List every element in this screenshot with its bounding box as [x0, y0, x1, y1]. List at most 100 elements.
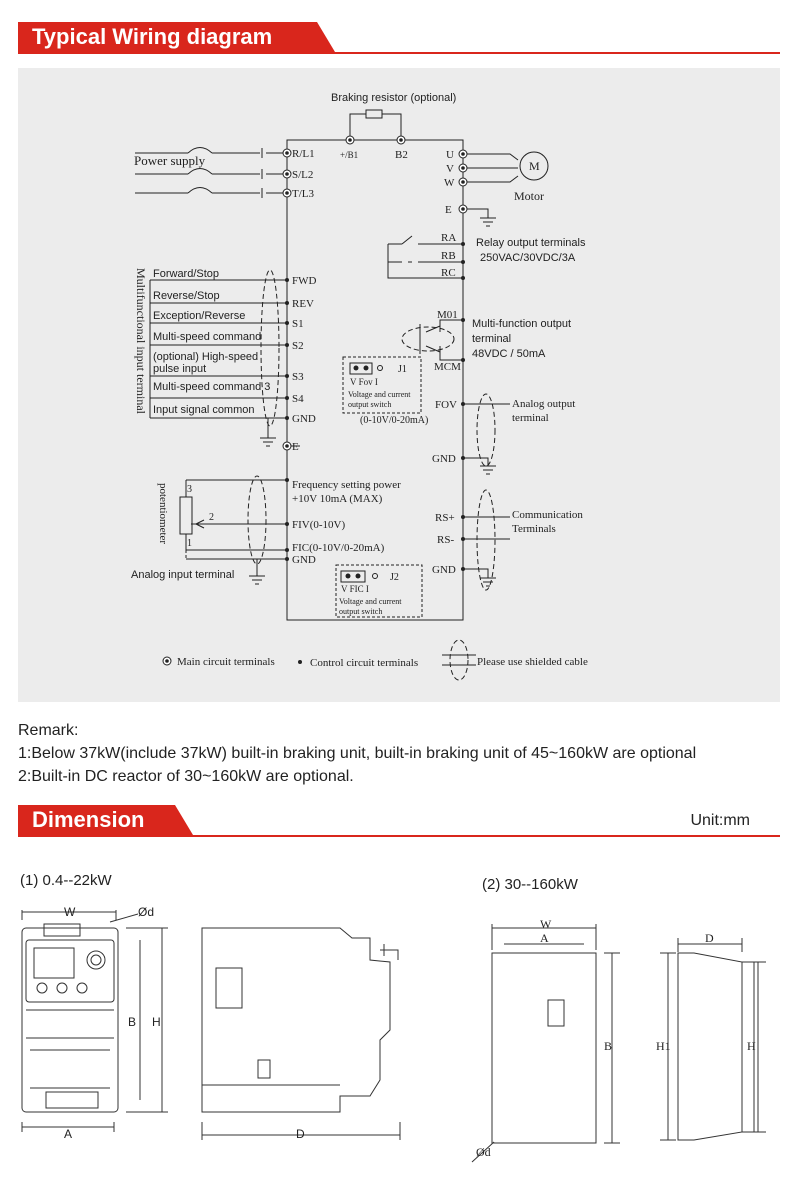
svg-text:Analog output: Analog output [512, 398, 575, 410]
svg-text:GND: GND [432, 453, 456, 465]
svg-text:S4: S4 [292, 393, 304, 405]
svg-text:J1: J1 [398, 364, 407, 375]
dimension-section-banner: Dimension [18, 805, 780, 837]
svg-text:V Fov I: V Fov I [350, 377, 378, 387]
svg-text:RB: RB [441, 250, 456, 262]
svg-text:Multi-function output: Multi-function output [472, 318, 571, 330]
svg-text:RS-: RS- [437, 534, 454, 546]
wiring-section-title: Typical Wiring diagram [18, 22, 306, 52]
large-model-title: (2) 30--160kW [482, 876, 578, 893]
svg-text:W: W [540, 917, 552, 931]
svg-text:J2: J2 [390, 572, 399, 583]
large-side-view [677, 952, 743, 1141]
svg-text:RA: RA [441, 232, 456, 244]
svg-text:3: 3 [187, 484, 192, 495]
analog-input-label: Analog input terminal [131, 569, 234, 581]
svg-text:pulse input: pulse input [153, 363, 206, 375]
svg-text:D: D [705, 931, 714, 945]
svg-text:48VDC / 50mA: 48VDC / 50mA [472, 348, 546, 360]
svg-text:V FIC I: V FIC I [341, 584, 369, 594]
svg-text:S3: S3 [292, 371, 304, 383]
svg-text:FIV(0-10V): FIV(0-10V) [292, 519, 345, 531]
svg-text:250VAC/30VDC/3A: 250VAC/30VDC/3A [480, 252, 576, 264]
legend-control-terminals: Control circuit terminals [310, 657, 418, 669]
power-supply-label: Power supply [134, 153, 206, 168]
svg-text:Voltage and current: Voltage and current [339, 597, 402, 606]
large-front-view [491, 952, 597, 1144]
svg-text:RC: RC [441, 267, 456, 279]
svg-text:Multifunctional input terminal: Multifunctional input terminal [134, 268, 148, 415]
dimension-drawings: W Ød B H A D W A B H1 H D Ød [21, 905, 766, 1163]
svg-text:(0-10V/0-20mA): (0-10V/0-20mA) [360, 415, 428, 426]
wiring-section-banner: Typical Wiring diagram [18, 22, 780, 54]
svg-text:Reverse/Stop: Reverse/Stop [153, 290, 220, 302]
svg-text:E: E [445, 204, 452, 216]
svg-text:Frequency setting power: Frequency setting power [292, 479, 401, 491]
svg-text:GND: GND [432, 564, 456, 576]
svg-text:+/B1: +/B1 [340, 150, 358, 160]
svg-text:2: 2 [209, 512, 214, 523]
svg-text:M01: M01 [437, 309, 458, 321]
svg-text:terminal: terminal [472, 333, 511, 345]
svg-text:terminal: terminal [512, 412, 549, 424]
motor-icon [519, 151, 549, 181]
svg-text:GND: GND [292, 413, 316, 425]
svg-text:Relay output terminals: Relay output terminals [476, 237, 586, 249]
svg-text:output switch: output switch [339, 607, 382, 616]
svg-text:S1: S1 [292, 318, 304, 330]
svg-text:U: U [446, 149, 454, 161]
svg-text:Voltage and current: Voltage and current [348, 390, 411, 399]
svg-text:Terminals: Terminals [512, 523, 556, 535]
svg-text:H: H [152, 1015, 161, 1029]
svg-text:A: A [540, 931, 549, 945]
svg-text:S/L2: S/L2 [292, 169, 313, 181]
svg-text:FOV: FOV [435, 399, 457, 411]
svg-text:REV: REV [292, 298, 314, 310]
svg-text:Ød: Ød [476, 1145, 491, 1159]
svg-text:B: B [128, 1015, 136, 1029]
potentiometer-label: potentiometer [157, 483, 169, 544]
small-side-view [201, 927, 391, 1113]
inverter-box [286, 139, 464, 621]
svg-text:output switch: output switch [348, 400, 391, 409]
svg-text:Input signal common: Input signal common [153, 404, 255, 416]
svg-text:FWD: FWD [292, 275, 317, 287]
svg-text:1: 1 [187, 538, 192, 549]
dimension-section-title: Dimension [18, 805, 164, 835]
svg-text:(optional) High-speed: (optional) High-speed [153, 351, 258, 363]
wiring-diagram: Braking resistor (optional) Power supply… [131, 92, 588, 681]
banner-slant [305, 22, 335, 52]
svg-text:MCM: MCM [434, 361, 461, 373]
svg-text:D: D [296, 1127, 305, 1141]
svg-text:H1: H1 [656, 1039, 671, 1053]
legend-shielded-cable: Please use shielded cable [477, 656, 588, 668]
svg-text:W: W [64, 905, 76, 919]
legend-main-terminals: Main circuit terminals [177, 656, 275, 668]
svg-text:Ød: Ød [138, 905, 154, 919]
svg-text:H: H [747, 1039, 756, 1053]
svg-text:B: B [604, 1039, 612, 1053]
svg-text:W: W [444, 177, 455, 189]
svg-text:A: A [64, 1127, 72, 1141]
banner-slant-2 [163, 805, 193, 835]
braking-resistor-icon [365, 109, 383, 119]
braking-resistor-label: Braking resistor (optional) [331, 92, 456, 104]
potentiometer-icon [179, 496, 193, 535]
svg-text:T/L3: T/L3 [292, 188, 314, 200]
svg-text:E: E [292, 441, 299, 453]
svg-text:FIC(0-10V/0-20mA): FIC(0-10V/0-20mA) [292, 542, 385, 554]
svg-text:Communication: Communication [512, 509, 583, 521]
svg-text:Forward/Stop: Forward/Stop [153, 268, 219, 280]
unit-label: Unit:mm [690, 812, 750, 829]
remark-line-1: 1:Below 37kW(include 37kW) built-in brak… [18, 745, 697, 762]
svg-text:Multi-speed command 3: Multi-speed command 3 [153, 381, 270, 393]
svg-text:S2: S2 [292, 340, 304, 352]
svg-text:V: V [446, 163, 454, 175]
small-front-view [21, 927, 119, 1113]
svg-text:GND: GND [292, 554, 316, 566]
svg-text:RS+: RS+ [435, 512, 455, 524]
motor-symbol: M [529, 159, 540, 173]
svg-text:Multi-speed command: Multi-speed command [153, 331, 261, 343]
motor-label: Motor [514, 189, 544, 203]
svg-text:R/L1: R/L1 [292, 148, 315, 160]
